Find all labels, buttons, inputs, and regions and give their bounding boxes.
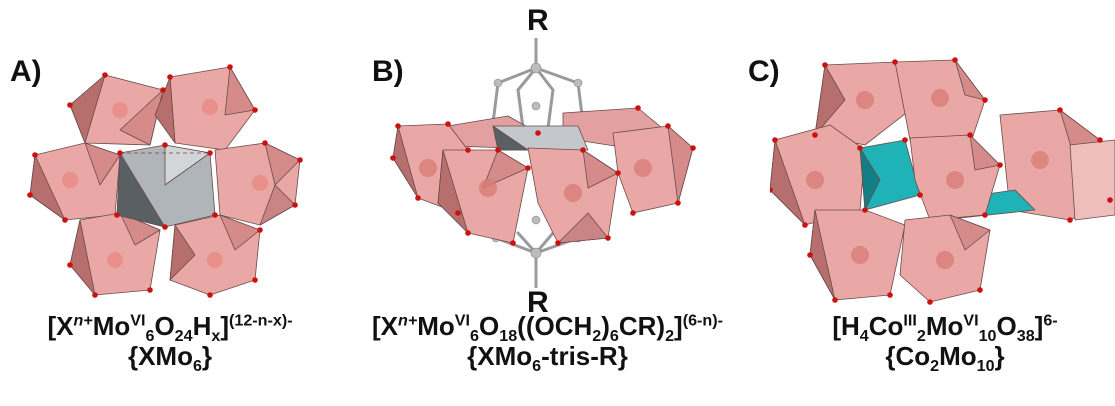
panel-label-a: A) bbox=[10, 55, 42, 88]
formula-a: [Xn+MoVI6O24Hx](12-n-x)- bbox=[47, 311, 293, 346]
shortname-b: {XMo6-tris-R} bbox=[467, 340, 628, 376]
structure-xmo6 bbox=[27, 64, 303, 298]
structure-co2mo10 bbox=[770, 57, 1115, 305]
panel-label-c: C) bbox=[748, 55, 780, 88]
formula-b: [Xn+MoVI6O18((OCH2)6CR)2](6-n)- bbox=[372, 311, 723, 346]
formula-c: [H4CoIII2MoVI10O38]6- bbox=[832, 311, 1058, 346]
caption-c: [H4CoIII2MoVI10O38]6- {Co2Mo10} bbox=[775, 311, 1115, 376]
panel-label-b: B) bbox=[372, 55, 404, 88]
shortname-a: {XMo6} bbox=[127, 340, 213, 376]
caption-a: [Xn+MoVI6O24Hx](12-n-x)- {XMo6} bbox=[0, 311, 340, 376]
caption-b: [Xn+MoVI6O18((OCH2)6CR)2](6-n)- {XMo6-tr… bbox=[355, 311, 740, 376]
r-group-bottom: R bbox=[527, 286, 549, 319]
r-group-top: R bbox=[527, 4, 549, 37]
structure-xmo6-tris-r bbox=[390, 38, 696, 288]
shortname-c: {Co2Mo10} bbox=[885, 340, 1005, 376]
